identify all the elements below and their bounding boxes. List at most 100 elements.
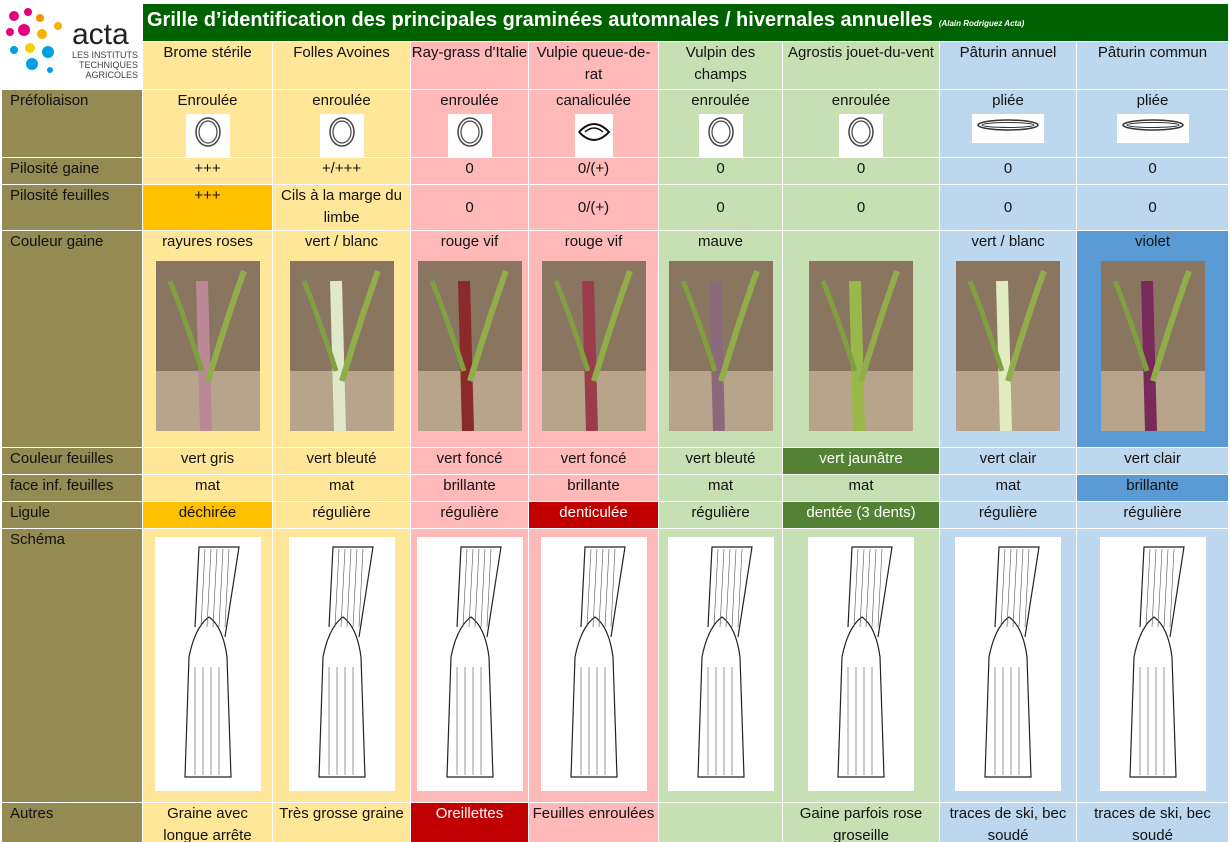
table-cell (410, 528, 529, 803)
cell-text: dentée (3 dents) (806, 504, 916, 521)
rolled-icon (447, 114, 492, 157)
cell-text: déchirée (178, 504, 237, 521)
cell-text: brillante (1126, 477, 1179, 494)
table-row: Schéma (1, 528, 1229, 803)
table-cell: enroulée (410, 89, 529, 158)
folded-icon (1116, 114, 1189, 143)
species-header: Vulpin des champs (658, 40, 783, 91)
cell-text: mat (328, 477, 354, 494)
table-cell: régulière (1076, 501, 1229, 529)
cell-text: 0 (1148, 199, 1157, 216)
table-cell: mat (272, 474, 411, 502)
cell-text: +++ (194, 160, 221, 177)
table-cell: pliée (1076, 89, 1229, 158)
ligule-schema-drawing (659, 537, 782, 798)
ligule-schema-drawing (940, 537, 1076, 798)
table-cell: +++ (142, 157, 273, 185)
row-label: Couleur gaine (1, 230, 143, 448)
table-cell: Graine avec longue arrête (142, 802, 273, 842)
row-label: Pilosité feuilles (1, 184, 143, 231)
table-cell: vert bleuté (658, 447, 783, 475)
table-cell: brillante (1076, 474, 1229, 502)
table-cell: mat (142, 474, 273, 502)
title-text: Grille d’identification des principales … (147, 9, 933, 31)
table-cell: brillante (410, 474, 529, 502)
cell-text: 0/(+) (577, 199, 610, 216)
cell-text: 0 (1003, 160, 1013, 177)
cell-text: vert / blanc (971, 233, 1045, 250)
acta-logo: acta LES INSTITUTS TECHNIQUES AGRICOLES (1, 3, 143, 90)
cell-text: 0 (716, 160, 725, 177)
sheath-photo (1077, 261, 1228, 438)
cell-text: 0 (465, 199, 474, 216)
cell-text: enroulée (691, 92, 750, 109)
cell-text: enroulée (440, 92, 499, 109)
row-label: Préfoliaison (1, 89, 143, 158)
species-header: Pâturin annuel (939, 40, 1077, 91)
table-cell: 0 (782, 157, 940, 185)
grid-table: acta LES INSTITUTS TECHNIQUES AGRICOLES … (1, 3, 1229, 842)
cell-text: brillante (567, 477, 620, 494)
table-cell: 0 (1076, 184, 1229, 231)
cell-text: mat (194, 477, 220, 494)
table-cell: Oreillettes (410, 802, 529, 842)
channeled-icon (574, 114, 613, 157)
cell-text: 0 (465, 160, 474, 177)
species-header: Folles Avoines (272, 40, 411, 91)
cell-text: régulière (691, 504, 750, 521)
table-cell: rouge vif (410, 230, 529, 448)
sheath-photo (143, 261, 272, 438)
table-cell (939, 528, 1077, 803)
table-cell: Gaine parfois rose groseille (782, 802, 940, 842)
svg-text:TECHNIQUES: TECHNIQUES (79, 60, 138, 70)
row-label: Schéma (1, 528, 143, 803)
table-cell: régulière (658, 501, 783, 529)
table-cell: rouge vif (528, 230, 659, 448)
cell-text: Graine avec longue arrête (163, 805, 252, 842)
cell-text: régulière (440, 504, 499, 521)
table-cell: vert bleuté (272, 447, 411, 475)
svg-text:AGRICOLES: AGRICOLES (85, 70, 138, 80)
cell-text: mat (995, 477, 1021, 494)
species-header: Vulpie queue-de-rat (528, 40, 659, 91)
table-row: Autres Graine avec longue arrête Très gros… (1, 802, 1229, 842)
sheath-photo (529, 261, 658, 438)
table-cell: Cils à la marge du limbe (272, 184, 411, 231)
row-label: Pilosité gaine (1, 157, 143, 185)
species-header: Agrostis jouet-du-vent (782, 40, 940, 91)
cell-text: brillante (443, 477, 496, 494)
table-cell: 0 (410, 157, 529, 185)
table-cell: dentée (3 dents) (782, 501, 940, 529)
cell-text: Oreillettes (435, 805, 504, 822)
species-header: Brome stérile (142, 40, 273, 91)
cell-text: pliée (1136, 92, 1169, 109)
row-label: Ligule (1, 501, 143, 529)
table-cell: traces de ski, bec soudé (1076, 802, 1229, 842)
cell-text: régulière (312, 504, 371, 521)
table-cell: canaliculée (528, 89, 659, 158)
table-cell: denticulée (528, 501, 659, 529)
rolled-icon (698, 114, 743, 157)
rolled-icon (839, 114, 883, 157)
table-cell: vert gris (142, 447, 273, 475)
row-label: Autres (1, 802, 143, 842)
cell-text: 0 (1003, 199, 1013, 216)
table-cell: Feuilles enroulées (528, 802, 659, 842)
cell-text: rouge vif (440, 233, 499, 250)
table-cell: +/+++ (272, 157, 411, 185)
table-cell: enroulée (782, 89, 940, 158)
table-cell (272, 528, 411, 803)
cell-text: canaliculée (555, 92, 632, 109)
rolled-icon (319, 114, 364, 157)
table-row: Pilosité feuilles+++Cils à la marge du l… (1, 184, 1229, 231)
svg-text:acta: acta (72, 18, 129, 51)
cell-text: vert gris (180, 450, 235, 467)
table-cell: 0 (658, 157, 783, 185)
cell-text: Très grosse graine (279, 805, 404, 822)
table-cell: régulière (939, 501, 1077, 529)
table-cell: régulière (272, 501, 411, 529)
table-cell: traces de ski, bec soudé (939, 802, 1077, 842)
